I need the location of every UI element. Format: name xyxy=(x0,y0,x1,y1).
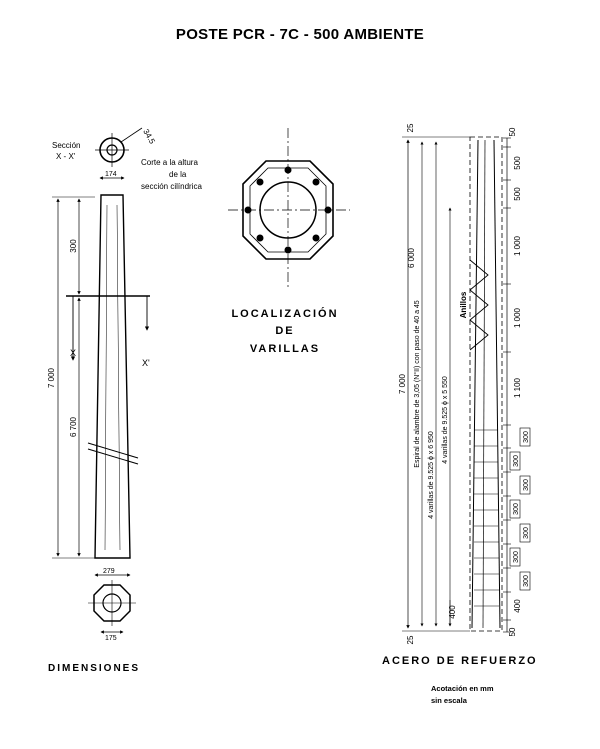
pole-body xyxy=(94,194,131,559)
scale-note-line2: sin escala xyxy=(431,696,468,705)
localizacion-line1: LOCALIZACIÓN xyxy=(231,307,338,320)
base-diameter-label: 175 xyxy=(105,635,117,642)
varillas-6950-label: 4 varillas de 9.525 ϕ x 6 950 xyxy=(428,431,435,519)
localizacion-drawing: LOCALIZACIÓN DE VARILLAS xyxy=(228,128,350,355)
anillos-label: Anillos xyxy=(459,291,468,318)
scale-note-line1: Acotación en mm xyxy=(431,684,494,693)
right-500b-label: 500 xyxy=(513,187,522,201)
bottom-diameter-label: 279 xyxy=(103,568,115,575)
right-1100-label: 1 100 xyxy=(513,377,522,398)
acero-drawing: Anillos 7 000 25 25 Espiral de alambre d… xyxy=(382,123,538,667)
base-section-octagon xyxy=(93,584,131,622)
bottom-400-label: 400 xyxy=(448,605,457,619)
pole-outline xyxy=(469,136,503,632)
x-left-label: X xyxy=(70,348,76,358)
rebar-dots xyxy=(244,166,332,254)
spacing-300-label: 300 xyxy=(523,479,530,491)
localizacion-line3: VARILLAS xyxy=(250,343,320,355)
octagon-outer xyxy=(242,160,334,260)
bottom-25-label: 25 xyxy=(406,635,415,644)
corte-note-line1: Corte a la altura xyxy=(141,158,198,167)
acero-heading: ACERO DE REFUERZO xyxy=(382,655,538,667)
dimensiones-drawing: 34.5 Sección X - X' Corte a la altura de… xyxy=(47,128,202,675)
seccion-xx-label: X - X' xyxy=(56,152,76,161)
top-25-label: 25 xyxy=(406,123,415,132)
seccion-label: Sección xyxy=(52,141,80,150)
right-400-label: 400 xyxy=(513,599,522,613)
spacing-300-label: 300 xyxy=(513,455,520,467)
total-height-label: 7 000 xyxy=(47,367,56,388)
height-6700-label: 6 700 xyxy=(69,416,78,437)
localizacion-line2: DE xyxy=(275,325,294,337)
dimensiones-heading: DIMENSIONES xyxy=(48,663,140,674)
corte-note-line3: sección cilíndrica xyxy=(141,182,202,191)
acero-total-label: 7 000 xyxy=(398,373,407,394)
spacing-300-label: 300 xyxy=(513,551,520,563)
right-1000a-label: 1 000 xyxy=(513,235,522,256)
espiral-label: Espiral de alambre de 3,05 (N°II) con pa… xyxy=(413,300,421,468)
right-500a-label: 500 xyxy=(513,156,522,170)
height-300-label: 300 xyxy=(69,239,78,253)
wall-leader xyxy=(120,127,143,143)
varillas-5550-label: 4 varillas de 9.525 ϕ x 5 550 xyxy=(442,376,449,464)
spacing-300-boxes xyxy=(509,427,531,591)
length-6000-label: 6 000 xyxy=(407,247,416,268)
right-50-top-label: 50 xyxy=(508,127,517,136)
x-right-label: X' xyxy=(142,358,150,368)
spacing-300-label: 300 xyxy=(523,527,530,539)
spacing-300-label: 300 xyxy=(513,503,520,515)
spacing-300-label: 300 xyxy=(523,575,530,587)
corte-note-line2: de la xyxy=(169,170,187,179)
spiral-ties xyxy=(474,429,499,607)
wall-thickness-label: 34.5 xyxy=(141,128,157,146)
right-1000b-label: 1 000 xyxy=(513,307,522,328)
drawing-title: POSTE PCR - 7C - 500 AMBIENTE xyxy=(175,26,425,43)
spacing-300-label: 300 xyxy=(523,431,530,443)
anillos-zigzag xyxy=(469,259,489,351)
right-50-bottom-label: 50 xyxy=(508,627,517,636)
top-diameter-label: 174 xyxy=(105,171,117,178)
